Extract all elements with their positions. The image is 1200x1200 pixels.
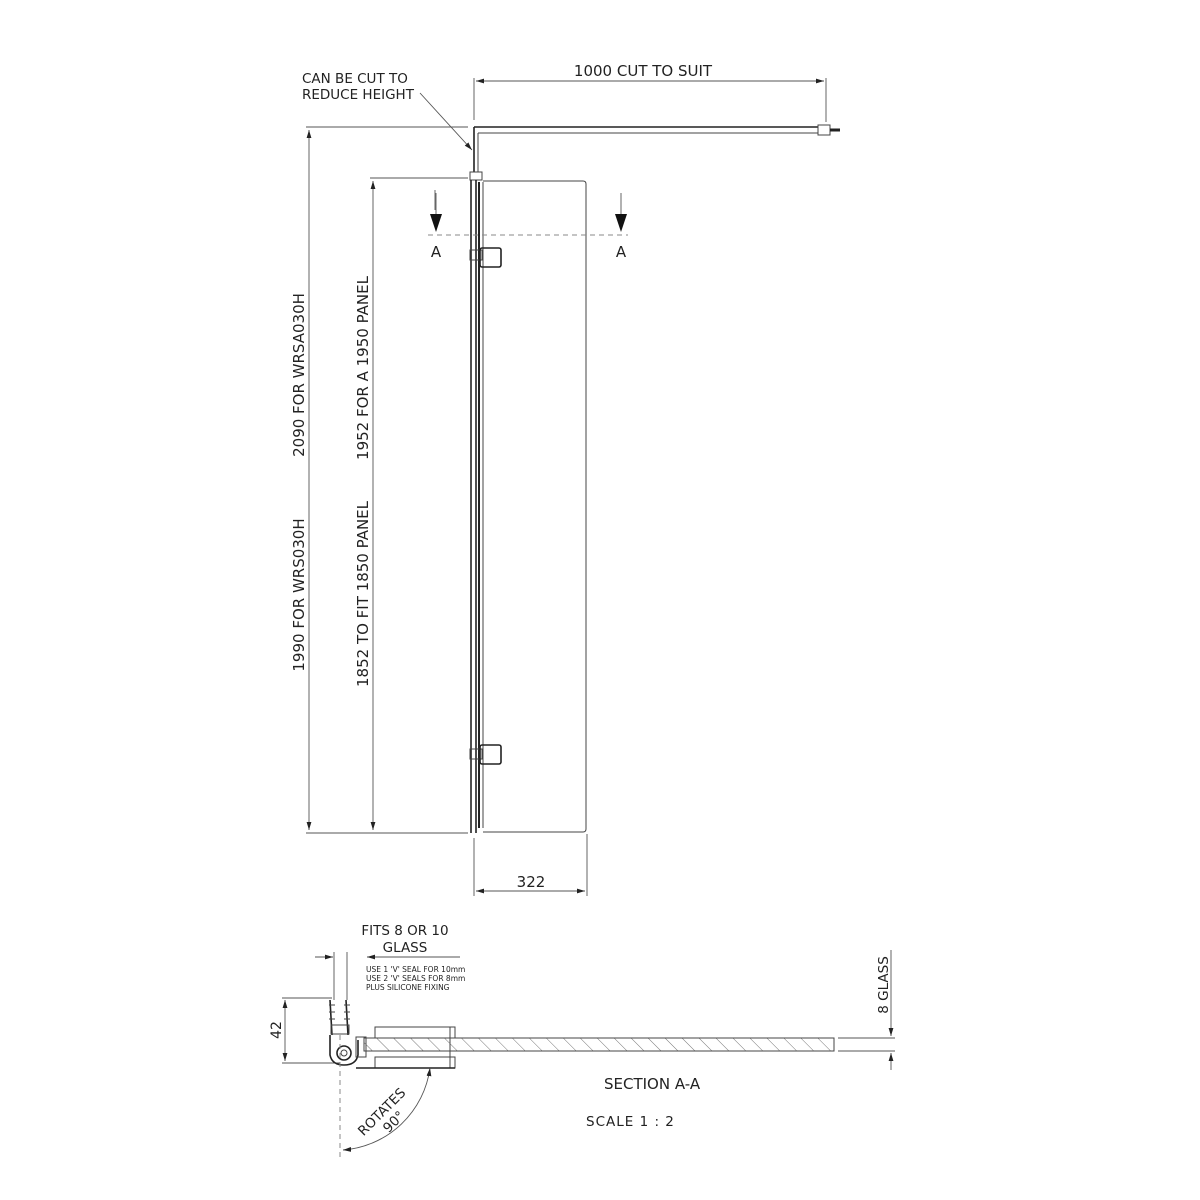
panel-height-lower-label: 1852 TO FIT 1850 PANEL [354, 500, 372, 687]
profile-height-dimension: 42 [269, 997, 340, 1064]
glass-thickness-dimension: 8 GLASS [838, 950, 895, 1070]
wall-profile [469, 171, 484, 833]
glass-panel [483, 180, 587, 833]
section-title: SECTION A-A [604, 1075, 701, 1093]
glass-fit-note: FITS 8 OR 10 GLASS USE 1 'V' SEAL FOR 10… [315, 923, 465, 1000]
section-cut-line: A A [428, 193, 628, 261]
cut-note: CAN BE CUT TO REDUCE HEIGHT [302, 71, 473, 151]
panel-height-dimension: 1952 FOR A 1950 PANEL 1852 TO FIT 1850 P… [354, 177, 468, 830]
profile-height-label: 42 [269, 1021, 285, 1039]
lower-bracket [469, 744, 502, 765]
upper-bracket [469, 247, 502, 268]
rotation-label-line1: ROTATES [355, 1085, 409, 1139]
svg-text:PLUS SILICONE FIXING: PLUS SILICONE FIXING [366, 983, 450, 992]
section-view: FITS 8 OR 10 GLASS USE 1 'V' SEAL FOR 10… [269, 923, 895, 1160]
rotation-indicator: ROTATES 90° [342, 1067, 432, 1152]
elevation-view: 1000 CUT TO SUIT CAN BE CUT TO REDUCE HE… [290, 62, 840, 896]
panel-height-upper-label: 1952 FOR A 1950 PANEL [354, 275, 372, 460]
glass-section [363, 1037, 835, 1052]
overall-height-lower-label: 1990 FOR WRS030H [290, 518, 308, 671]
width-dimension: 322 [473, 834, 588, 896]
svg-text:GLASS: GLASS [383, 940, 428, 956]
section-marker-left: A [431, 243, 442, 261]
overall-height-upper-label: 2090 FOR WRSA030H [290, 293, 308, 457]
arm-length-label: 1000 CUT TO SUIT [574, 62, 713, 80]
svg-text:CAN BE CUT TO: CAN BE CUT TO [302, 71, 408, 87]
svg-text:USE 2 'V' SEALS FOR 8mm: USE 2 'V' SEALS FOR 8mm [366, 974, 465, 983]
support-arm [473, 124, 840, 172]
svg-text:FITS 8 OR 10: FITS 8 OR 10 [361, 923, 448, 939]
glass-thickness-label: 8 GLASS [876, 956, 892, 1014]
svg-text:USE 1 'V' SEAL FOR 10mm: USE 1 'V' SEAL FOR 10mm [366, 965, 465, 974]
arm-length-dimension: 1000 CUT TO SUIT [473, 62, 827, 122]
section-marker-right: A [616, 243, 627, 261]
width-label: 322 [517, 873, 546, 891]
svg-text:REDUCE HEIGHT: REDUCE HEIGHT [302, 87, 415, 103]
section-scale: SCALE 1 : 2 [586, 1114, 675, 1130]
profile-cross-section [329, 999, 359, 1160]
overall-height-dimension: 2090 FOR WRSA030H 1990 FOR WRS030H [290, 126, 468, 834]
